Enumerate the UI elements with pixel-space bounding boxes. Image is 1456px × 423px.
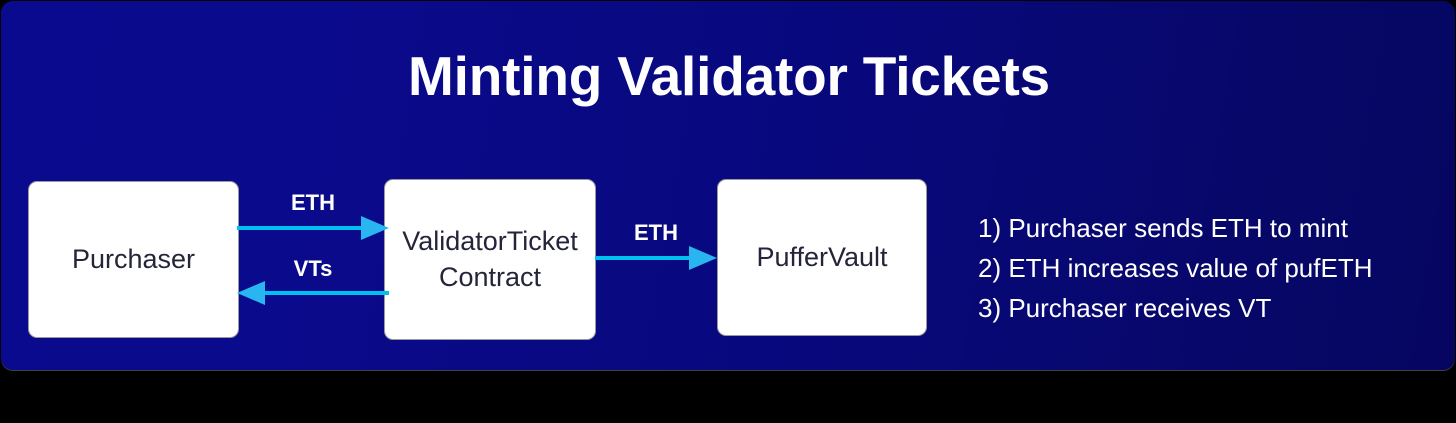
node-purchaser-label: Purchaser [71,243,196,274]
node-validatorticket-label-line1: ValidatorTicket [402,225,578,256]
node-purchaser[interactable]: Purchaser [28,181,239,338]
steps-list-item-3: 3) Purchaser receives VT [978,292,1272,323]
node-validatorticket-label: ValidatorTicket Contract [402,224,578,295]
arrow-eth-purchaser-to-contract [237,216,389,240]
page-title: Minting Validator Tickets [408,45,1050,107]
node-validatorticket-contract[interactable]: ValidatorTicket Contract [384,179,596,340]
arrow-label-eth-contract-to-vault: ETH [634,220,678,245]
node-puffervault[interactable]: PufferVault [717,179,927,336]
diagram-panel: Minting Validator Tickets Purchaser Vali… [1,1,1455,370]
node-puffervault-label: PufferVault [756,241,888,272]
arrow-vts-contract-to-purchaser [237,281,389,305]
steps-list-item-1: 1) Purchaser sends ETH to mint [978,213,1348,243]
steps-list-item-2: 2) ETH increases value of pufETH [978,252,1373,283]
steps-list: 1) Purchaser sends ETH to mint 2) ETH in… [978,209,1448,328]
arrow-label-vts-contract-to-purchaser: VTs [293,256,333,281]
arrow-eth-contract-to-vault [595,246,717,270]
arrow-label-eth-purchaser-to-contract: ETH [291,190,335,215]
node-validatorticket-label-line2: Contract [438,261,542,292]
